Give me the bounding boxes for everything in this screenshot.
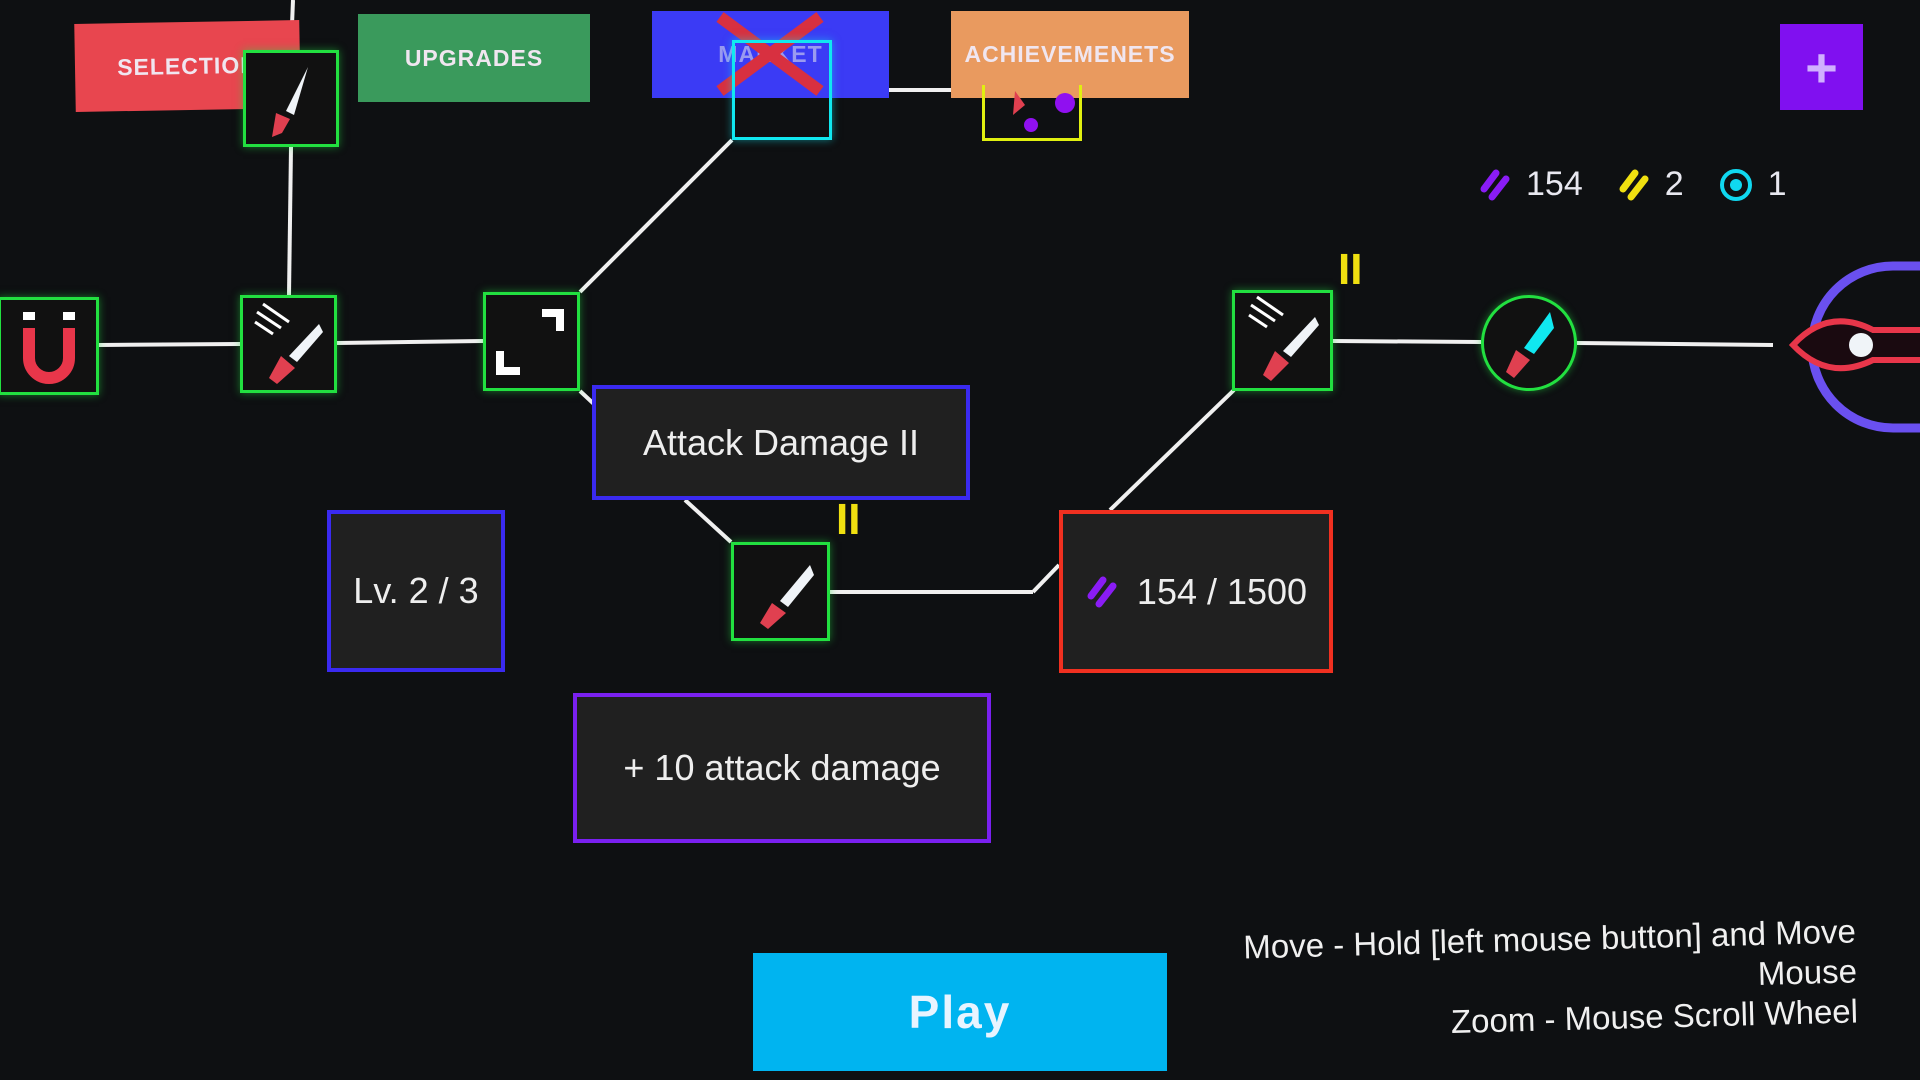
currency-bar: 154 2 1 [1478, 165, 1787, 204]
swift-sword-icon [1248, 295, 1319, 381]
eye-node-icon [1788, 261, 1920, 433]
play-label: Play [908, 986, 1012, 1038]
play-button[interactable]: Play [753, 953, 1167, 1071]
target-icon [1719, 168, 1752, 201]
yellow-shard-icon [1619, 169, 1649, 200]
tier-mark: II [836, 495, 861, 544]
upgrade-cost: 154 / 1500 [1136, 570, 1308, 612]
node-attack-speed-2[interactable] [1232, 290, 1333, 391]
plus-icon: + [1805, 35, 1838, 99]
upgrade-title: Attack Damage II [642, 421, 920, 463]
node-range[interactable] [483, 292, 580, 391]
currency-yellow-value: 2 [1664, 165, 1684, 203]
controls-help: Move - Hold [left mouse button] and Move… [1199, 911, 1859, 1048]
upgrade-title-panel: Attack Damage II [592, 385, 970, 500]
sword-icon [760, 565, 814, 629]
tab-upgrades-label: UPGRADES [404, 44, 544, 71]
tab-achievements[interactable]: ACHIEVEMENETS [951, 11, 1189, 98]
node-attack-damage[interactable] [731, 542, 830, 641]
expand-icon [496, 309, 564, 375]
node-market[interactable] [732, 40, 832, 140]
node-attack-speed[interactable] [240, 295, 337, 393]
skull-icon [1013, 91, 1075, 132]
tab-selection-label: SELECTION [116, 51, 259, 80]
tier-mark: II [1338, 245, 1363, 294]
purple-shard-icon [1087, 576, 1117, 607]
upgrade-level: Lv. 2 / 3 [353, 570, 479, 611]
disabled-x-icon [716, 12, 824, 96]
buy-upgrade-button[interactable]: 154 / 1500 [1059, 510, 1333, 673]
add-button[interactable]: + [1780, 24, 1863, 110]
tab-achievements-label: ACHIEVEMENETS [964, 41, 1176, 67]
sword-icon [272, 67, 308, 137]
cyan-sword-icon [1506, 312, 1554, 378]
node-magnet[interactable] [0, 297, 99, 395]
node-sword-top[interactable] [243, 50, 339, 147]
currency-target-value: 1 [1767, 165, 1787, 203]
level-panel: Lv. 2 / 3 [327, 510, 505, 672]
currency-purple-value: 154 [1526, 165, 1583, 203]
swift-sword-icon [254, 302, 323, 384]
magnet-icon [23, 312, 75, 384]
upgrade-description: + 10 attack damage [623, 747, 941, 788]
description-panel: + 10 attack damage [573, 693, 991, 843]
node-critical[interactable] [1481, 295, 1577, 391]
node-achievements[interactable] [982, 85, 1082, 141]
tab-market[interactable]: MARKET [652, 11, 889, 98]
tab-upgrades[interactable]: UPGRADES [358, 14, 590, 102]
purple-shard-icon [1480, 169, 1510, 200]
